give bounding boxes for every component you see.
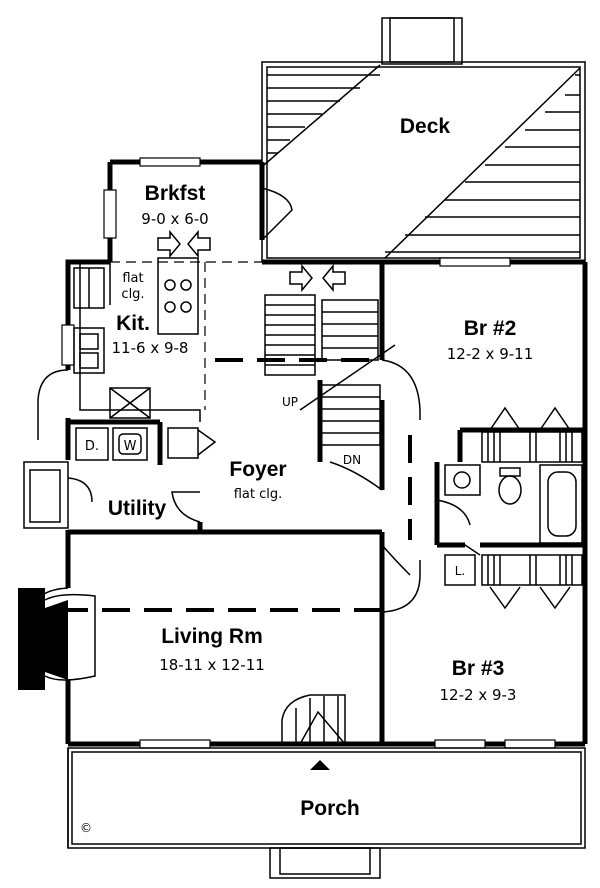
stairs-down-label: DN [343,453,361,467]
deck-hatching-right [384,67,581,259]
kitchen-fixtures [73,257,199,419]
breakfast-size: 9-0 x 6-0 [141,210,208,228]
kitchen-label: Kit. [116,312,150,335]
stairs [264,294,396,491]
living-room-label: Living Rm [161,625,263,648]
copyright-symbol: © [80,821,92,835]
deck-area [261,17,586,263]
porch-area [67,747,586,879]
foyer-ceiling-label: flat clg. [234,487,283,502]
laundry-appliances [75,427,148,461]
fireplace [18,588,96,690]
foyer-label: Foyer [229,458,286,481]
bedroom3-label: Br #3 [452,657,505,680]
exterior-walls [65,159,588,747]
breakfast-label: Brkfst [145,182,206,205]
arched-walls [35,359,421,613]
closets [167,406,583,610]
washer-label: W [124,439,137,454]
living-stairs [281,694,346,745]
deck-door-swing [261,187,293,241]
stairs-up-label: UP [282,395,298,409]
living-room-size: 18-11 x 12-11 [159,656,265,674]
room-labels: Deck Brkfst 9-0 x 6-0 flat clg. Kit. 11-… [80,115,533,835]
utility-label: Utility [108,497,167,520]
deck-hatching-left [263,64,381,166]
door-swings [171,491,481,576]
swing-door-icons [157,229,346,293]
bedroom3-size: 12-2 x 9-3 [440,686,517,704]
kitchen-ceiling-label-2: clg. [121,287,144,302]
dryer-label: D. [85,439,99,454]
deck-label: Deck [400,115,451,138]
bedroom2-size: 12-2 x 9-11 [447,345,534,363]
porch-label: Porch [300,797,360,820]
side-entry [23,461,93,529]
kitchen-ceiling-label: flat [122,271,143,286]
bedroom2-label: Br #2 [464,317,517,340]
kitchen-size: 11-6 x 9-8 [112,339,189,357]
linen-label: L. [455,564,466,578]
bath-fixtures [444,464,583,586]
